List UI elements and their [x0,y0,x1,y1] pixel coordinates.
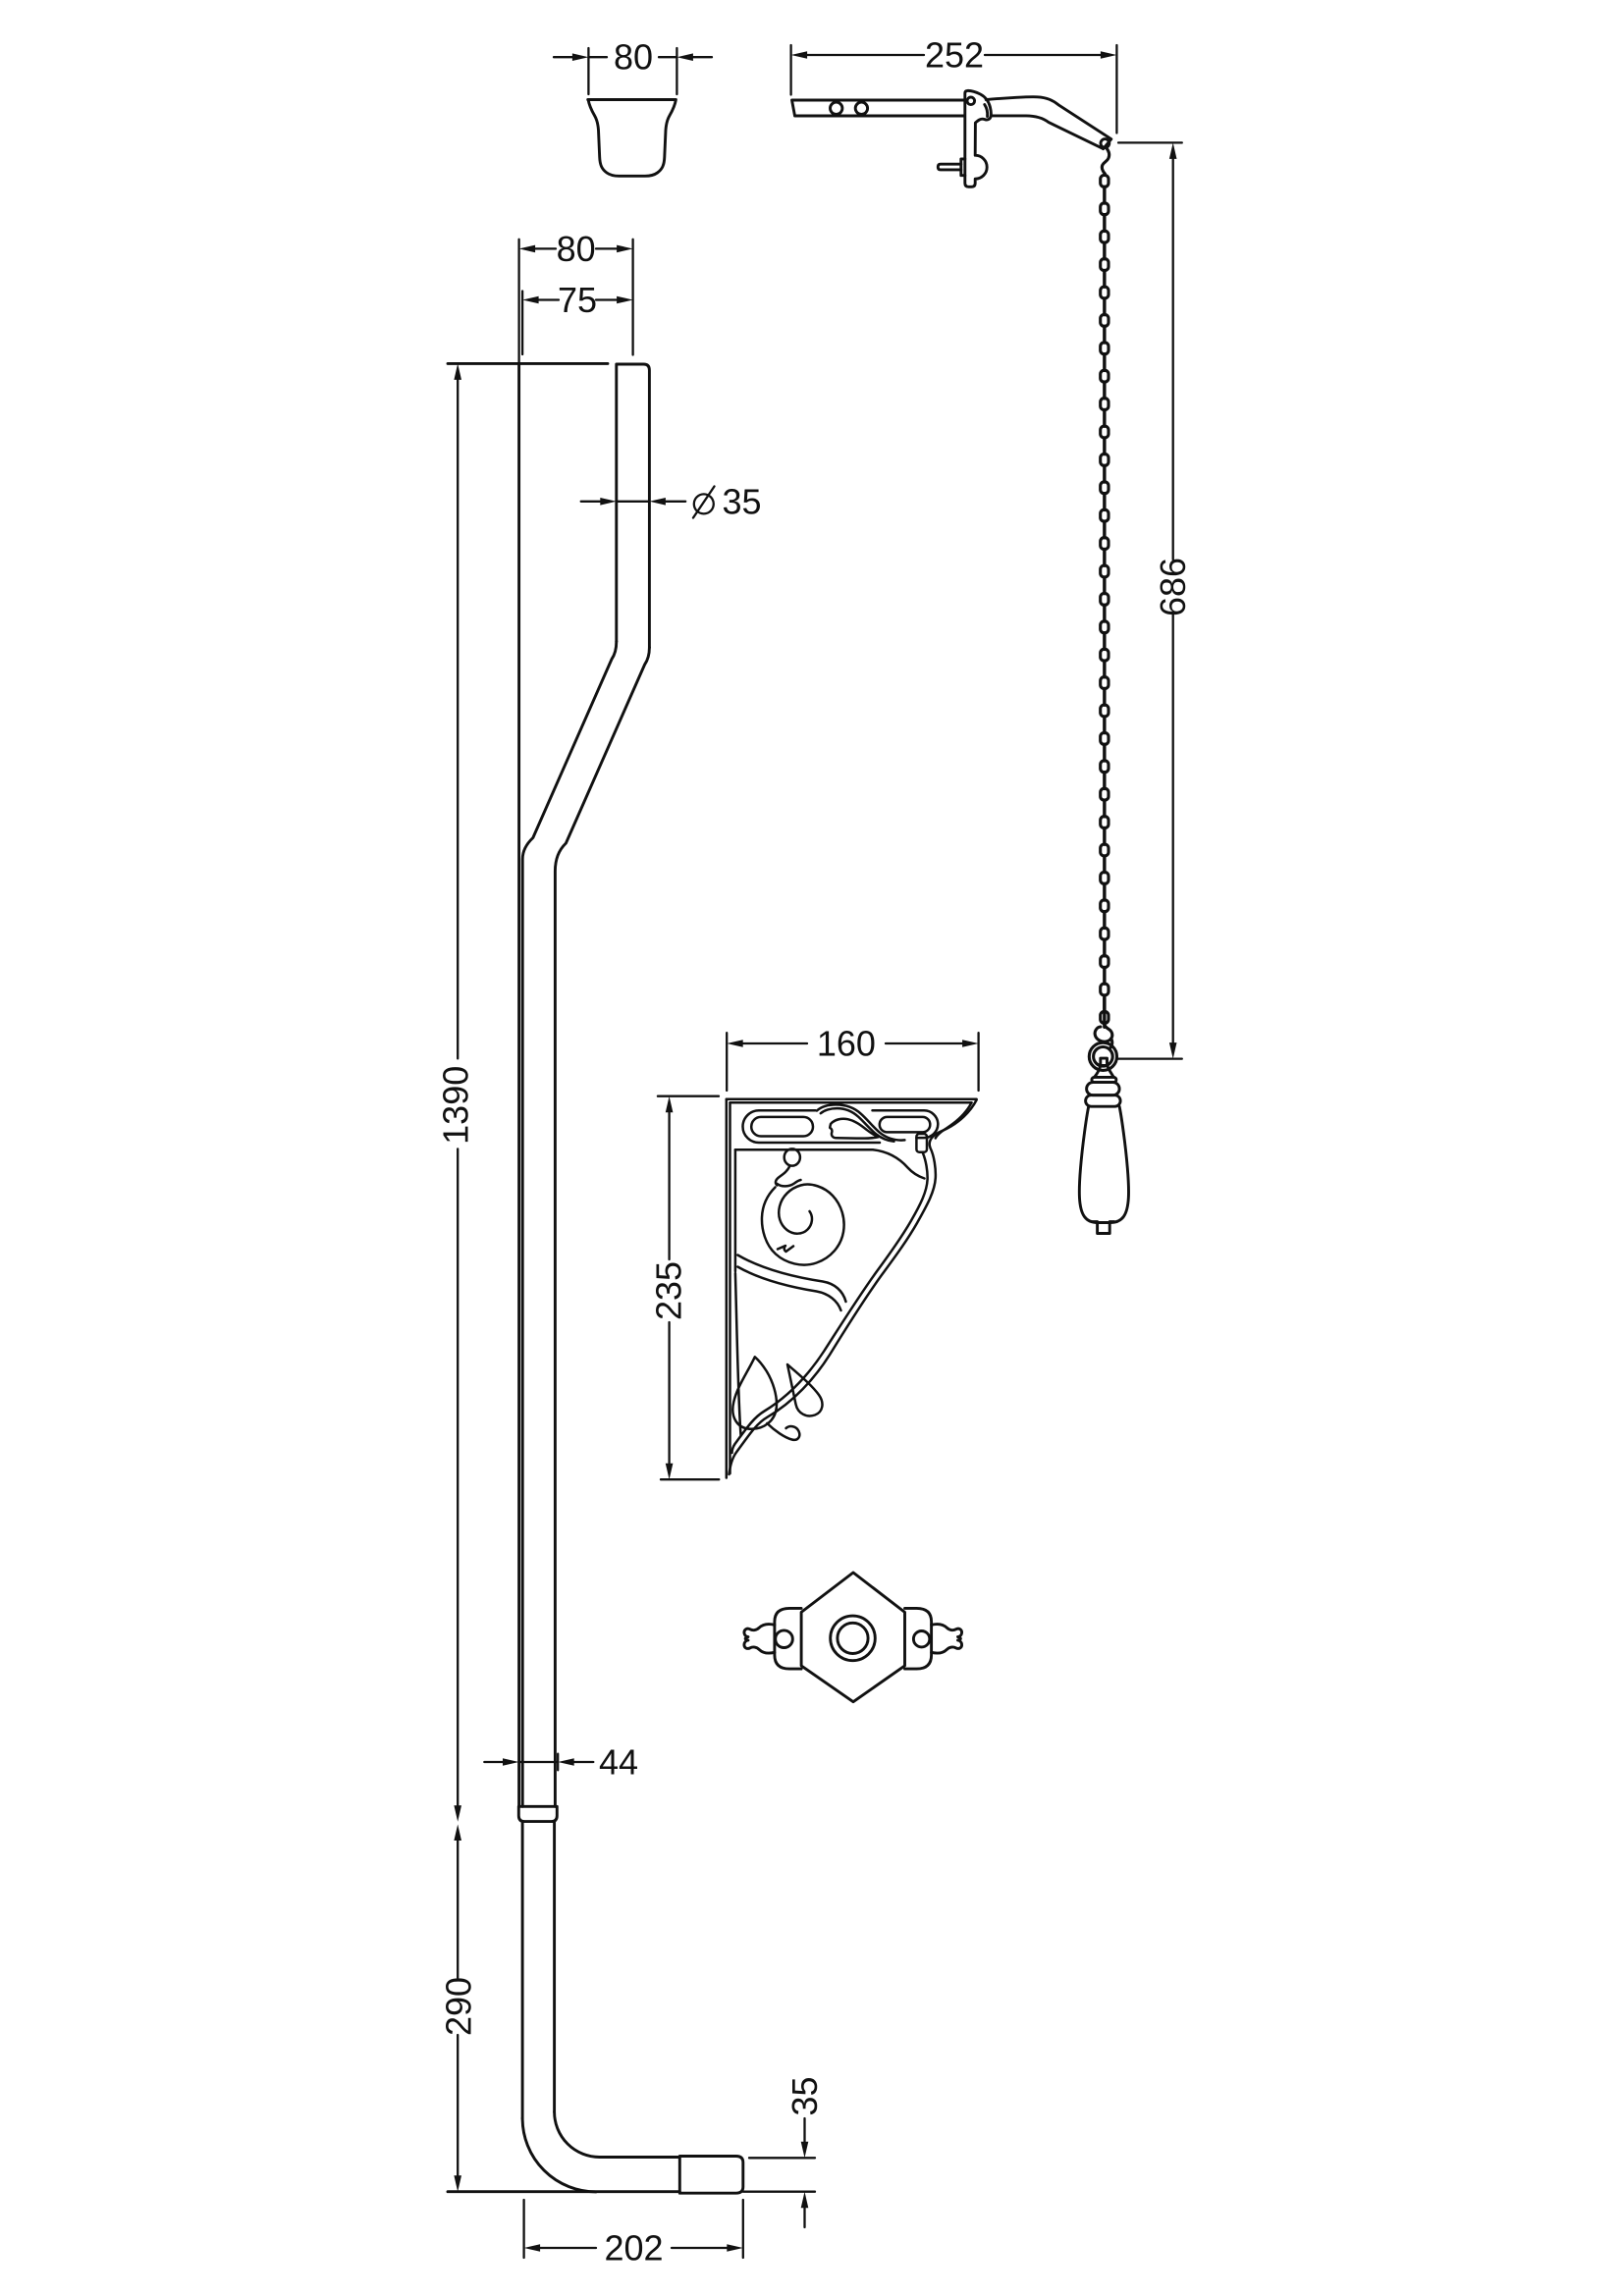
svg-text:80: 80 [614,37,653,78]
svg-text:252: 252 [925,35,984,76]
svg-text:44: 44 [599,1742,638,1783]
svg-text:160: 160 [817,1024,876,1064]
svg-text:35: 35 [784,2076,825,2115]
svg-text:686: 686 [1153,558,1193,616]
svg-text:75: 75 [558,280,597,320]
svg-text:235: 235 [649,1261,689,1320]
svg-text:290: 290 [439,1977,479,2036]
svg-text:35: 35 [723,481,762,521]
svg-text:80: 80 [557,229,596,269]
svg-text:1390: 1390 [436,1066,476,1145]
svg-text:202: 202 [604,2228,663,2269]
